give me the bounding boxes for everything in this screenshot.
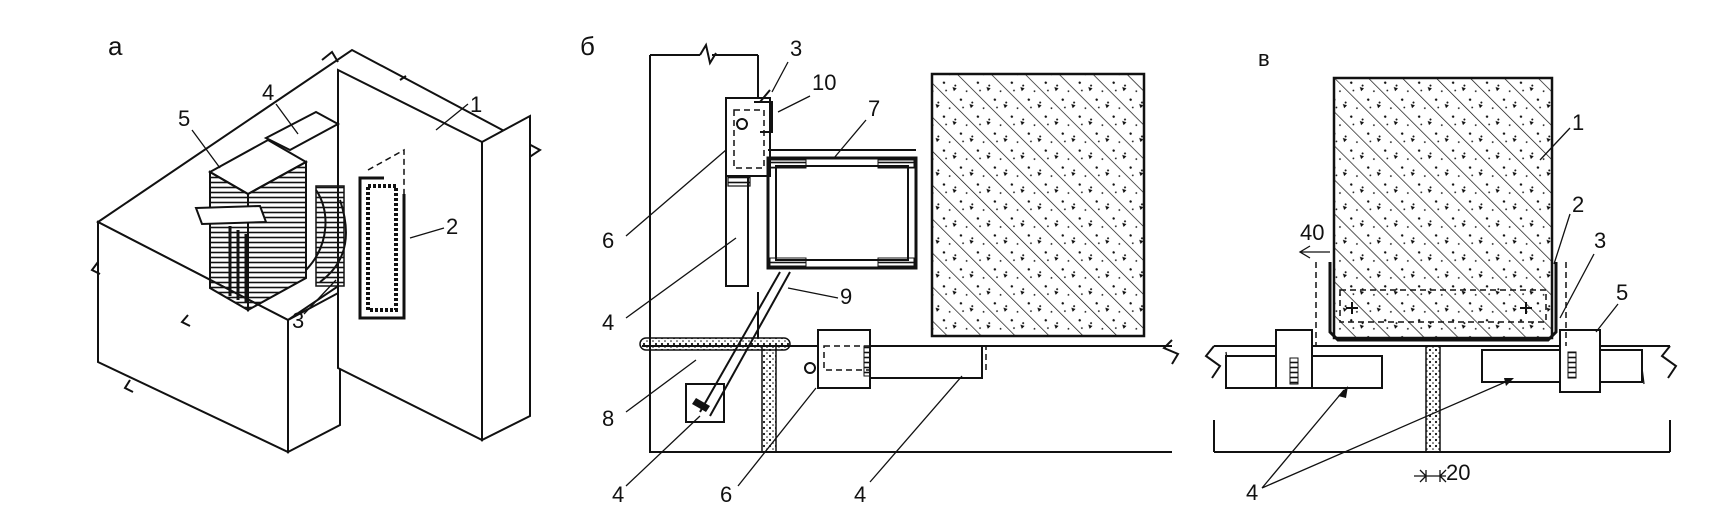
panel-v-dim-20: 20 xyxy=(1446,460,1470,485)
panel-v-label-2: 2 xyxy=(1572,192,1584,217)
panel-b-label-6-bottom: 6 xyxy=(720,482,732,507)
panel-b-plates xyxy=(685,89,987,423)
panel-b-label-9: 9 xyxy=(840,284,852,309)
panel-b-channel xyxy=(766,149,918,270)
panel-a-label-2: 2 xyxy=(446,214,458,239)
panel-b-label-3: 3 xyxy=(790,36,802,61)
panel-a-letter: а xyxy=(108,31,123,61)
panel-v: в 40 20 1 2 xyxy=(1204,46,1678,505)
panel-a-label-4: 4 xyxy=(262,80,274,105)
panel-a-wall xyxy=(321,50,531,442)
panel-b-vertical-seam xyxy=(761,345,777,453)
panel-v-letter: в xyxy=(1258,46,1270,71)
panel-b-label-10: 10 xyxy=(812,70,836,95)
panel-b-concrete-block xyxy=(930,72,1146,338)
panel-a-label-3: 3 xyxy=(292,308,304,333)
panel-b: б xyxy=(580,31,1180,507)
panel-b-label-4: 4 xyxy=(602,310,614,335)
panel-b-labels: 3 10 7 6 4 9 8 4 6 4 xyxy=(602,36,963,507)
panel-a-connectors xyxy=(194,75,407,320)
panel-v-concrete-block xyxy=(1332,76,1554,340)
panel-b-label-8: 8 xyxy=(602,406,614,431)
panel-v-dim-40: 40 xyxy=(1300,220,1324,245)
panel-v-label-4: 4 xyxy=(1246,480,1258,505)
panel-v-labels: 1 2 3 5 4 xyxy=(1246,110,1628,505)
panel-b-rod xyxy=(699,271,791,417)
panel-v-plates xyxy=(1225,262,1643,393)
panel-a-label-5: 5 xyxy=(178,106,190,131)
panel-b-label-4-bottom-right: 4 xyxy=(854,482,866,507)
panel-v-label-5: 5 xyxy=(1616,280,1628,305)
panel-b-label-4-bottom-left: 4 xyxy=(612,482,624,507)
panel-b-label-7: 7 xyxy=(868,96,880,121)
panel-b-label-6: 6 xyxy=(602,228,614,253)
panel-v-label-3: 3 xyxy=(1594,228,1606,253)
panel-v-vertical-seam xyxy=(1425,345,1441,453)
panel-v-dimensions: 40 20 xyxy=(1298,220,1470,485)
panel-a: а 1 xyxy=(90,31,542,454)
panel-b-letter: б xyxy=(580,31,595,61)
panel-a-label-1: 1 xyxy=(470,92,482,117)
panel-a-labels: 1 2 3 4 5 xyxy=(178,80,482,333)
panel-v-label-1: 1 xyxy=(1572,110,1584,135)
